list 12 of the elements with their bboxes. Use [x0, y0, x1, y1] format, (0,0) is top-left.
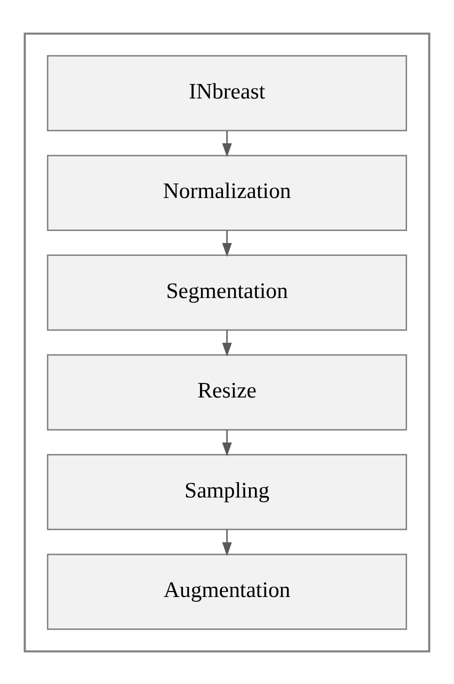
node-box: Sampling — [46, 454, 408, 530]
node-box: Resize — [46, 354, 408, 430]
arrow — [222, 429, 232, 456]
arrow — [222, 330, 232, 356]
node-box: Augmentation — [46, 553, 408, 630]
arrow — [222, 230, 232, 256]
arrow — [222, 529, 232, 556]
node-box: INbreast — [46, 54, 408, 131]
node-box: Normalization — [46, 154, 408, 230]
node-box: Segmentation — [46, 254, 408, 330]
arrow — [222, 130, 232, 157]
cluster — [24, 32, 430, 652]
